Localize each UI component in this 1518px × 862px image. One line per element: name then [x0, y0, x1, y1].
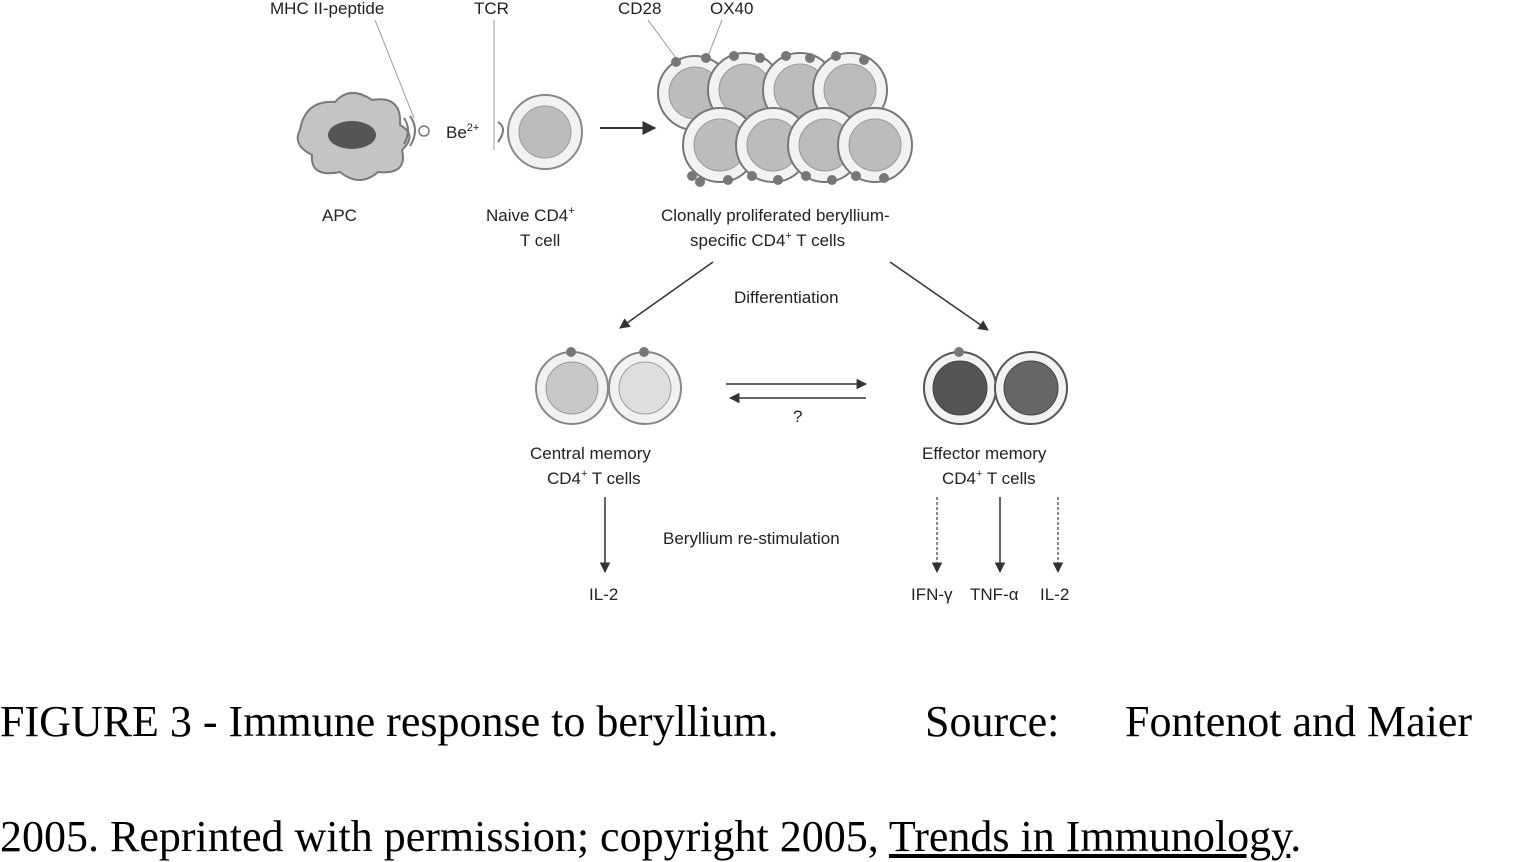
- tnf-label: TNF-α: [970, 585, 1019, 604]
- figure-caption-line1: FIGURE 3 - Immune response to beryllium.…: [0, 700, 1518, 744]
- diff-arrow-left: [619, 261, 714, 329]
- ox40-pointer: [707, 19, 723, 57]
- caption-authors: Fontenot and Maier: [1125, 697, 1473, 746]
- effector-label-line1: Effector memory: [922, 444, 1047, 463]
- naive-label-line2: T cell: [520, 231, 560, 250]
- central-label-line2: CD4+ T cells: [547, 468, 641, 488]
- clonal-label-line1: Clonally proliferated beryllium-: [661, 206, 890, 225]
- caption-source-label: Source:: [925, 697, 1060, 746]
- caption-journal: Trends in Immunology: [888, 812, 1291, 861]
- immune-response-diagram: MHC II-peptide TCR Be2+ CD28 OX40 A: [270, 0, 1069, 604]
- naive-t-cell: [497, 94, 583, 170]
- question-label: ?: [793, 407, 802, 426]
- caption-line2-text: 2005. Reprinted with permission; copyrig…: [0, 812, 889, 861]
- clonal-label-line2: specific CD4+ T cells: [690, 230, 845, 250]
- effector-label-line2: CD4+ T cells: [942, 468, 1036, 488]
- effector-memory-cells: [923, 347, 1068, 425]
- naive-label-line1: Naive CD4+: [486, 205, 575, 225]
- tcr-label: TCR: [474, 0, 509, 18]
- cd28-label: CD28: [618, 0, 661, 18]
- central-memory-cells: [535, 347, 682, 425]
- proliferated-cell-cluster: [657, 51, 913, 187]
- il2-effector-label: IL-2: [1040, 585, 1069, 604]
- central-label-line1: Central memory: [530, 444, 651, 463]
- ifn-label: IFN-γ: [911, 585, 953, 604]
- apc-cell: [296, 92, 430, 181]
- ox40-label: OX40: [710, 0, 753, 18]
- be-label: Be2+: [446, 122, 479, 142]
- cd28-pointer: [647, 19, 677, 59]
- mhc-label: MHC II-peptide: [270, 0, 384, 18]
- apc-label: APC: [322, 206, 357, 225]
- caption-main: FIGURE 3 - Immune response to beryllium.: [0, 697, 779, 746]
- figure-caption-line2: 2005. Reprinted with permission; copyrig…: [0, 815, 1518, 859]
- diff-arrow-right: [889, 261, 989, 331]
- mhc-pointer: [374, 19, 415, 119]
- caption-period: .: [1290, 812, 1302, 861]
- restim-label: Beryllium re-stimulation: [663, 529, 840, 548]
- differentiation-label: Differentiation: [734, 288, 839, 307]
- il2-central-label: IL-2: [589, 585, 618, 604]
